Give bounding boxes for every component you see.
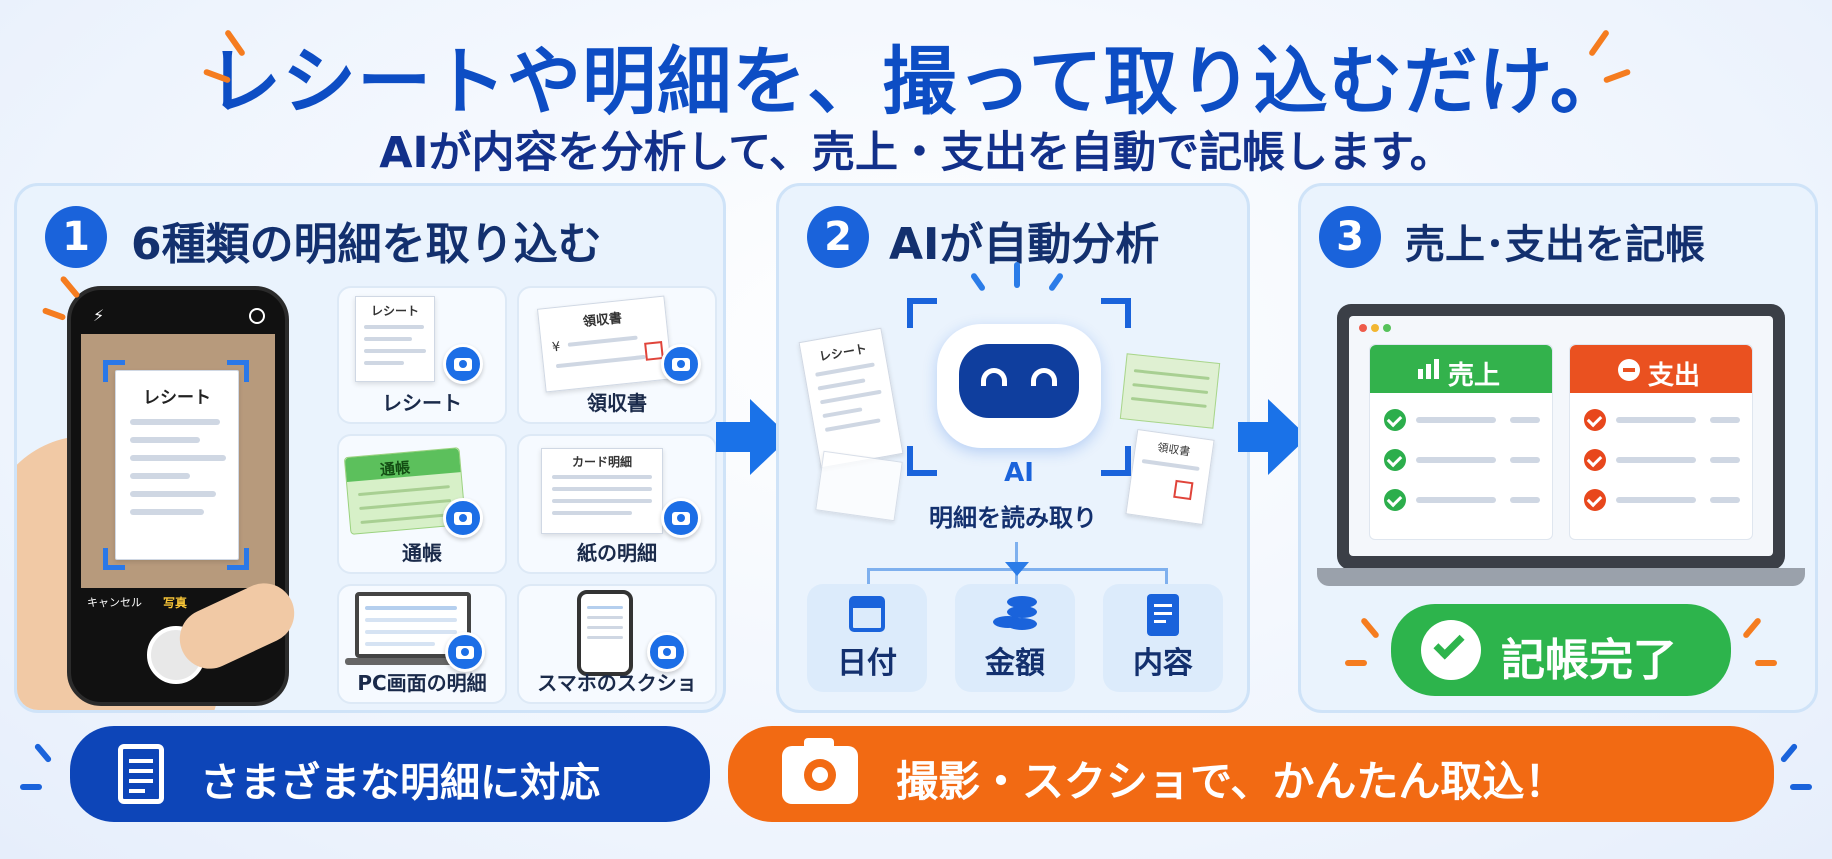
- step2-caption: 明細を読み取り: [929, 504, 1097, 532]
- card-paper-statement[interactable]: カード明細 紙の明細: [517, 434, 717, 574]
- check-icon: [1384, 449, 1406, 471]
- camera-icon: [661, 344, 701, 384]
- step2-panel: 2 AIが自動分析 レシート 領収書: [776, 183, 1250, 713]
- camera-icon: [443, 498, 483, 538]
- card-receipt-label: レシート: [382, 391, 462, 415]
- scanned-receipt-title: レシート: [143, 388, 211, 408]
- card-smartphone-screenshot[interactable]: スマホのスクショ: [517, 584, 717, 704]
- doc-passbook-right: [1119, 353, 1221, 429]
- subtitle: AIが内容を分析して、売上・支出を自動で記帳します。: [379, 128, 1453, 178]
- card-receipt-doc-title: レシート: [370, 304, 419, 318]
- smartphone-icon: [577, 590, 633, 676]
- footer-right-label: 撮影・スクショで、かんたん取込！: [896, 757, 1567, 806]
- tile-content-label: 内容: [1133, 646, 1193, 681]
- camera-icon: [661, 498, 701, 538]
- footer-right-banner: 撮影・スクショで、かんたん取込！: [728, 726, 1774, 822]
- tile-amount-label: 金額: [985, 646, 1045, 681]
- step3-number: 3: [1319, 206, 1381, 268]
- coins-icon: [993, 596, 1039, 636]
- card-receipt[interactable]: レシート レシート: [337, 286, 507, 424]
- document-icon: [1147, 594, 1179, 636]
- calendar-icon: [849, 596, 885, 632]
- camera-icon: [445, 632, 485, 672]
- card-pc-screen[interactable]: PC画面の明細: [337, 584, 507, 704]
- step1-panel: 1 6種類の明細を取り込む ⚡ レシート キャンセル: [14, 183, 726, 713]
- laptop: 売上 支出: [1337, 304, 1785, 570]
- check-icon: [1384, 489, 1406, 511]
- step1-number: 1: [45, 206, 107, 268]
- tile-content: 内容: [1103, 584, 1223, 692]
- check-icon: [1584, 449, 1606, 471]
- step2-title: AIが自動分析: [889, 219, 1160, 270]
- camera-icon: [782, 738, 858, 804]
- settings-icon[interactable]: [249, 308, 265, 324]
- cancel-button[interactable]: キャンセル: [87, 596, 142, 609]
- phone: ⚡ レシート キャンセル 写真: [67, 286, 289, 706]
- photo-mode-tab[interactable]: 写真: [163, 596, 188, 610]
- card-statement-doc-title: カード明細: [571, 455, 632, 469]
- document-list-icon: [118, 744, 164, 804]
- main-title: レシートや明細を、撮って取り込むだけ。: [207, 39, 1625, 125]
- ai-badge: AI: [1004, 458, 1034, 488]
- camera-icon: [647, 632, 687, 672]
- card-passbook-doc-title: 通帳: [379, 458, 411, 480]
- card-ryoshusho[interactable]: 領収書 ¥ 領収書: [517, 286, 717, 424]
- scanned-receipt: レシート: [115, 370, 239, 560]
- card-ryoshusho-doc-title: 領収書: [582, 311, 623, 331]
- check-circle-icon: [1421, 620, 1481, 680]
- sales-label: 売上: [1448, 361, 1501, 391]
- card-ryoshusho-label: 領収書: [587, 391, 647, 415]
- card-paper-statement-label: 紙の明細: [577, 541, 657, 565]
- check-icon: [1384, 409, 1406, 431]
- card-smartphone-label: スマホのスクショ: [537, 671, 697, 695]
- bar-chart-icon: [1418, 359, 1440, 379]
- card-passbook[interactable]: 通帳 通帳: [337, 434, 507, 574]
- card-pc-screen-label: PC画面の明細: [357, 671, 487, 695]
- complete-badge: 記帳完了: [1391, 604, 1731, 696]
- flash-icon[interactable]: ⚡: [93, 306, 105, 325]
- laptop-base: [1317, 568, 1805, 586]
- check-icon: [1584, 489, 1606, 511]
- expense-column: 支出: [1569, 344, 1753, 540]
- check-icon: [1584, 409, 1606, 431]
- tile-amount: 金額: [955, 584, 1075, 692]
- footer-left-label: さまざまな明細に対応: [200, 760, 600, 806]
- step2-number: 2: [807, 206, 869, 268]
- sales-column: 売上: [1369, 344, 1553, 540]
- step3-panel: 3 売上･支出を記帳 売上: [1298, 183, 1818, 713]
- tile-date-label: 日付: [837, 646, 897, 681]
- step1-title: 6種類の明細を取り込む: [131, 219, 602, 270]
- step3-title: 売上･支出を記帳: [1405, 222, 1705, 268]
- doc-receipt-left: レシート: [798, 327, 904, 469]
- card-passbook-label: 通帳: [402, 541, 442, 565]
- expense-label: 支出: [1648, 361, 1701, 391]
- complete-label: 記帳完了: [1501, 635, 1677, 686]
- camera-icon: [443, 344, 483, 384]
- yen-sign: ¥: [551, 339, 562, 356]
- tile-date: 日付: [807, 584, 927, 692]
- footer-left-banner: さまざまな明細に対応: [70, 726, 710, 822]
- minus-circle-icon: [1618, 359, 1640, 381]
- robot-icon: [937, 324, 1101, 448]
